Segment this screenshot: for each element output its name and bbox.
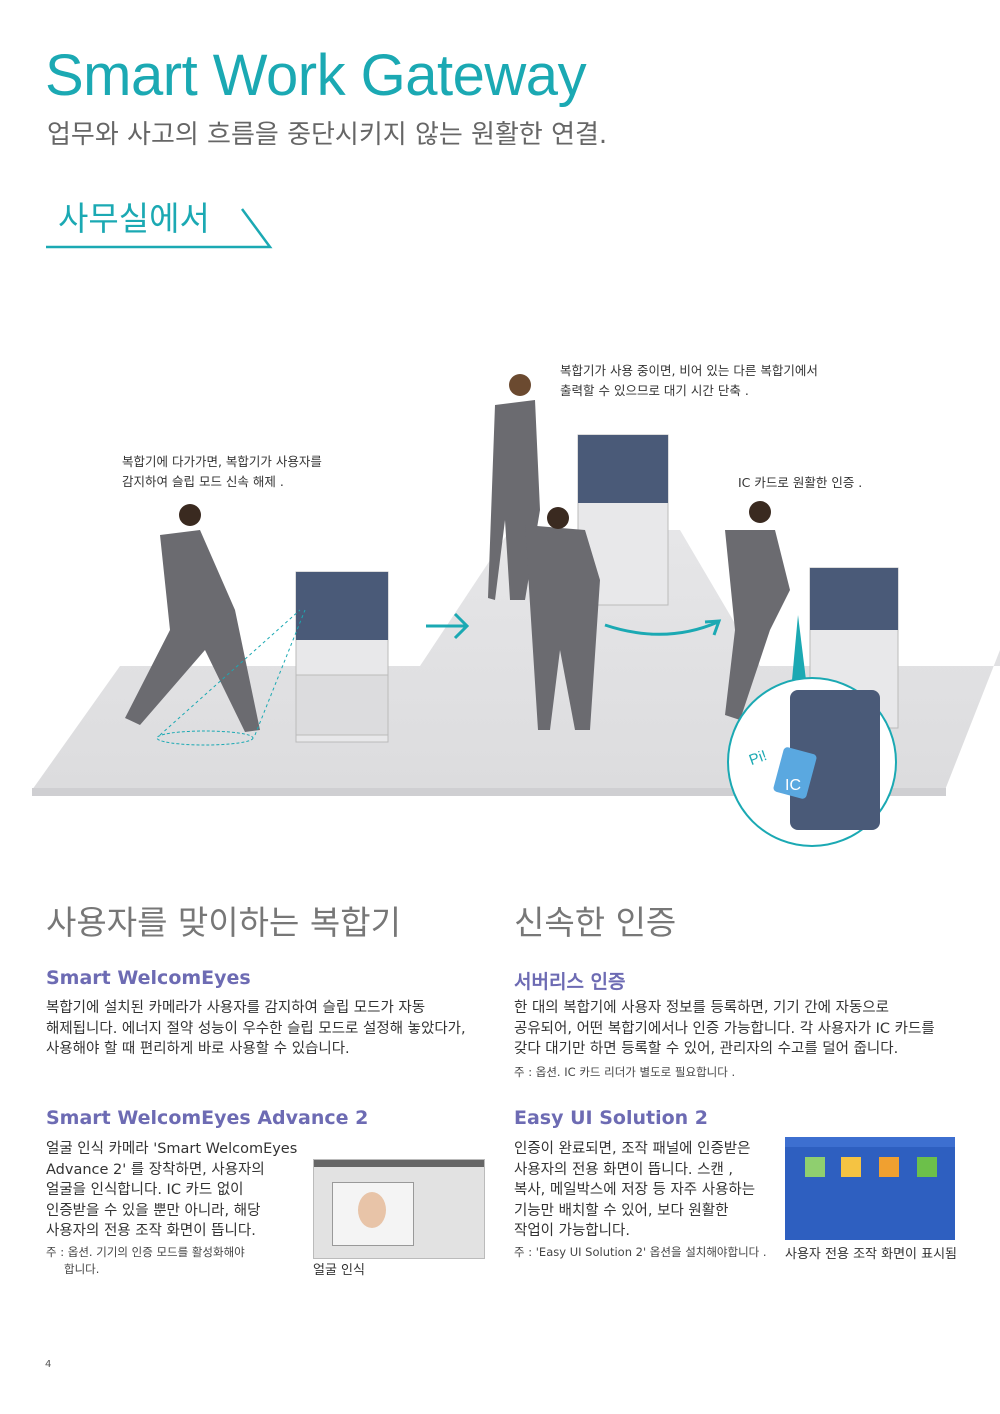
printer-left: [295, 571, 389, 743]
app-icon: [917, 1157, 937, 1177]
callout-line: 복합기가 사용 중이면, 비어 있는 다른 복합기에서: [560, 363, 818, 378]
ic-card-label: IC: [785, 777, 801, 794]
callout-line: 감지하여 슬립 모드 신속 해제 .: [122, 474, 284, 489]
ic-card-icon: [773, 747, 817, 799]
text-line: 사용자의 전용 조작 화면이 뜹니다.: [46, 1223, 256, 1239]
text-line: 합니다.: [64, 1262, 100, 1276]
feature-title: Smart WelcomEyes: [46, 967, 251, 989]
callout-wake: 복합기에 다가가면, 복합기가 사용자를 감지하여 슬립 모드 신속 해제 .: [122, 452, 322, 492]
people: [125, 374, 790, 732]
callout-queue: 복합기가 사용 중이면, 비어 있는 다른 복합기에서 출력할 수 있으므로 대…: [560, 361, 818, 401]
app-icon: [879, 1157, 899, 1177]
printer-center: [577, 434, 669, 606]
text-line: 사용자의 전용 화면이 뜹니다. 스캔 ,: [514, 1161, 734, 1178]
easy-ui-screenshot: [785, 1137, 955, 1240]
section-label: 사무실에서: [58, 199, 210, 238]
face-icon: [358, 1192, 386, 1228]
feature-body: 복합기에 설치된 카메라가 사용자를 감지하여 슬립 모드가 자동 해제됩니다.…: [46, 998, 496, 1060]
left-heading: 사용자를 맞이하는 복합기: [46, 903, 401, 942]
feature-note: 주 : 'Easy UI Solution 2' 옵션을 설치해야합니다 .: [514, 1245, 767, 1259]
text-line: 인증이 완료되면, 조작 패널에 인증받은: [514, 1141, 751, 1157]
feature-body: 얼굴 인식 카메라 'Smart WelcomEyes Advance 2' 를…: [46, 1139, 297, 1242]
text-line: 주 : 옵션. 기기의 인증 모드를 활성화해야: [46, 1245, 245, 1259]
arrow-icon: [426, 612, 722, 640]
pi-sound-text: Pi!: [747, 747, 769, 769]
app-icon: [841, 1157, 861, 1177]
image-caption: 사용자 전용 조작 화면이 표시됨: [785, 1247, 958, 1262]
text-line: 인증받을 수 있을 뿐만 아니라, 해당: [46, 1202, 261, 1219]
text-line: 갖다 대기만 하면 등록할 수 있어, 관리자의 수고를 덜어 줍니다.: [514, 1041, 899, 1057]
section-underline: [46, 208, 273, 249]
text-line: 얼굴 인식 카메라 'Smart WelcomEyes: [46, 1141, 298, 1157]
image-caption: 얼굴 인식: [313, 1263, 365, 1278]
feature-title: Easy UI Solution 2: [514, 1107, 709, 1129]
feature-note: 주 : 옵션. 기기의 인증 모드를 활성화해야 합니다.: [46, 1244, 245, 1278]
feature-title: 서버리스 인증: [514, 971, 626, 993]
page-title: Smart Work Gateway: [45, 43, 587, 108]
app-icon: [805, 1157, 825, 1177]
text-line: 복합기에 설치된 카메라가 사용자를 감지하여 슬립 모드가 자동: [46, 1000, 426, 1016]
page-number: 4: [45, 1359, 52, 1370]
feature-body: 인증이 완료되면, 조작 패널에 인증받은 사용자의 전용 화면이 뜹니다. 스…: [514, 1139, 755, 1242]
page-subtitle: 업무와 사고의 흐름을 중단시키지 않는 원활한 연결.: [47, 120, 608, 150]
text-line: 해제됩니다. 에너지 절약 성능이 우수한 슬립 모드로 설정해 놓았다가,: [46, 1020, 466, 1037]
callout-ic: IC 카드로 원활한 인증 .: [738, 475, 863, 490]
feature-title: Smart WelcomEyes Advance 2: [46, 1107, 369, 1129]
text-line: 한 대의 복합기에 사용자 정보를 등록하면, 기기 간에 자동으로: [514, 1000, 889, 1016]
feature-body: 한 대의 복합기에 사용자 정보를 등록하면, 기기 간에 자동으로 공유되어,…: [514, 998, 984, 1060]
feature-note: 주 : 옵션. IC 카드 리더가 별도로 필요합니다 .: [514, 1065, 736, 1079]
text-line: 사용해야 할 때 편리하게 바로 사용할 수 있습니다.: [46, 1041, 350, 1057]
text-line: 공유되어, 어떤 복합기에서나 인증 가능합니다. 각 사용자가 IC 카드를: [514, 1020, 935, 1037]
text-line: Advance 2' 를 장착하면, 사용자의: [46, 1161, 265, 1178]
text-line: 작업이 가능합니다.: [514, 1223, 630, 1239]
callout-line: 출력할 수 있으므로 대기 시간 단축 .: [560, 383, 749, 398]
office-illustration: IC Pi!: [32, 374, 1000, 847]
right-heading: 신속한 인증: [514, 903, 677, 942]
callout-line: 복합기에 다가가면, 복합기가 사용자를: [122, 454, 322, 469]
printer-right: [809, 567, 899, 729]
face-recognition-screenshot: [313, 1159, 485, 1259]
text-line: 얼굴을 인식합니다. IC 카드 없이: [46, 1182, 244, 1198]
text-line: 복사, 메일박스에 저장 등 자주 사용하는: [514, 1182, 756, 1198]
text-line: 기능만 배치할 수 있어, 보다 원활한: [514, 1202, 729, 1219]
